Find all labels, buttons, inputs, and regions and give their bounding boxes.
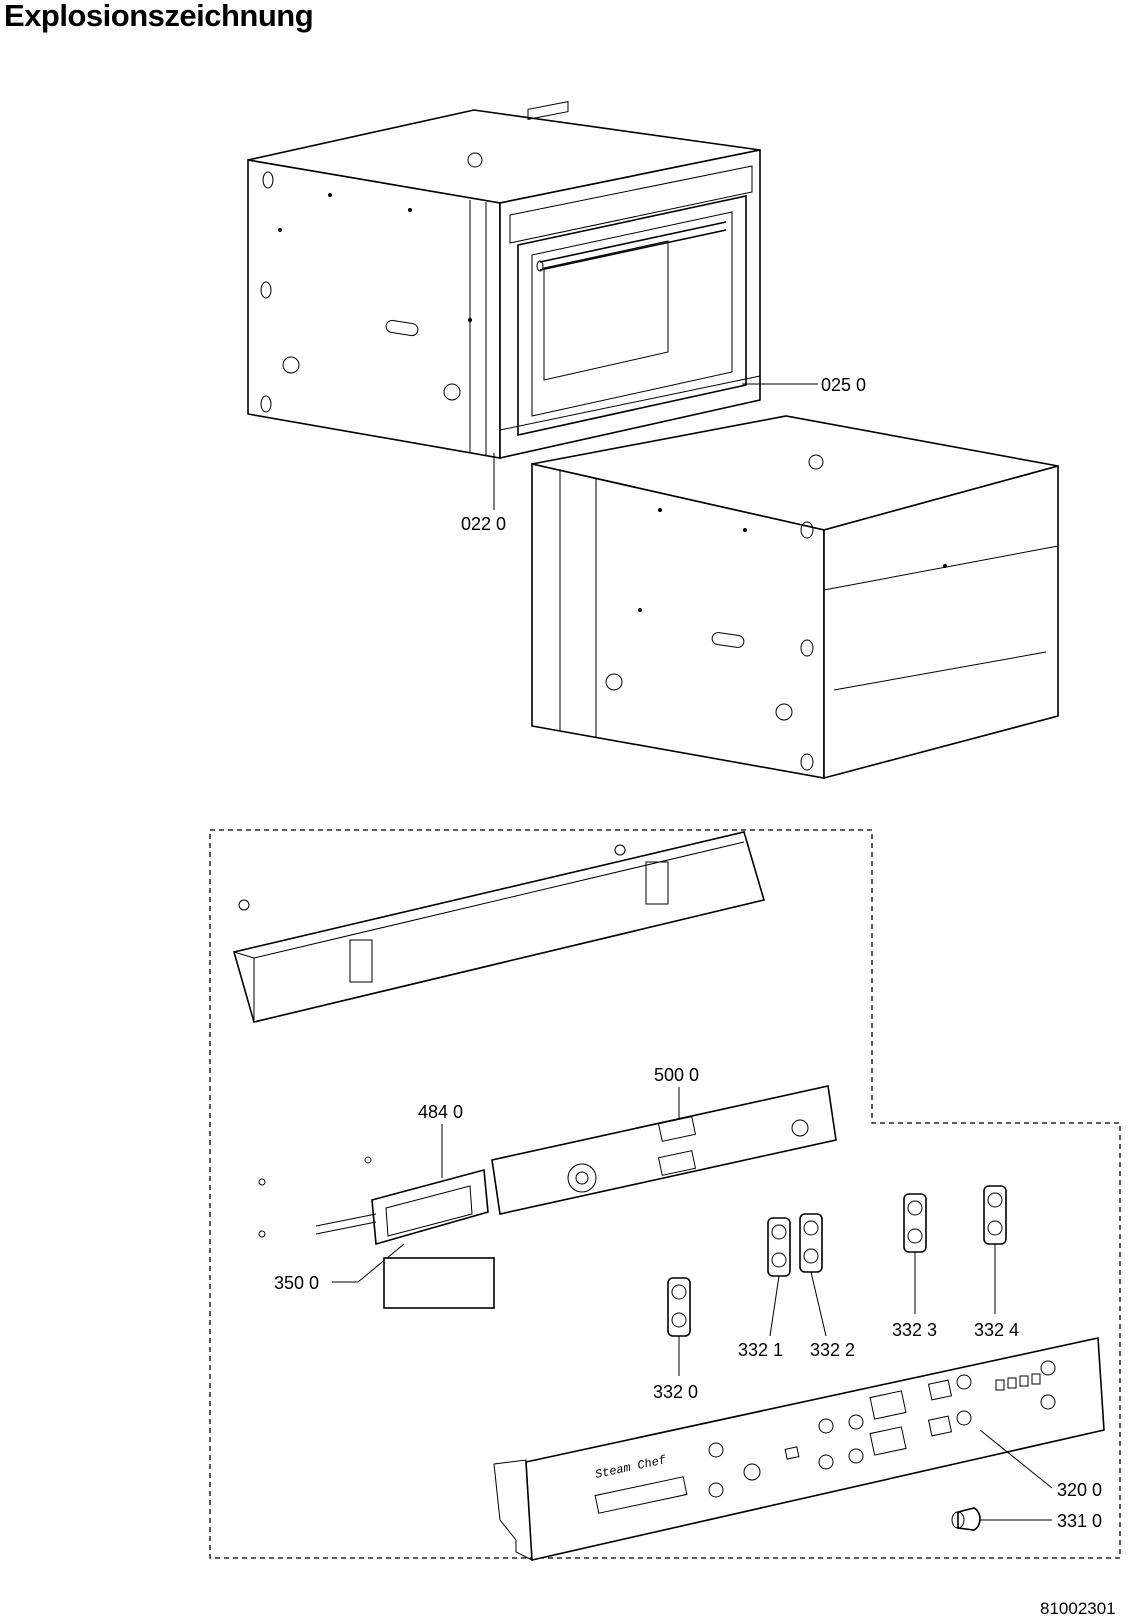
label-332-4: 332 4 xyxy=(974,1320,1019,1340)
assembled-oven xyxy=(247,100,761,459)
label-332-1: 332 1 xyxy=(738,1340,783,1360)
label-025-0: 025 0 xyxy=(821,375,866,395)
front-control-panel: Steam Chef xyxy=(493,1337,1105,1561)
label-332-2: 332 2 xyxy=(810,1340,855,1360)
display-module xyxy=(258,1156,489,1246)
button-pad-332-3 xyxy=(903,1193,927,1253)
page-title: Explosionszeichnung xyxy=(4,0,314,33)
button-pad-332-4 xyxy=(983,1185,1007,1245)
button-pad-332-2 xyxy=(799,1213,823,1273)
leader-320 xyxy=(979,1429,1053,1489)
label-484-0: 484 0 xyxy=(418,1102,463,1122)
leader-350 xyxy=(332,1243,405,1283)
label-332-0: 332 0 xyxy=(653,1382,698,1402)
label-022-0: 022 0 xyxy=(461,514,506,534)
button-pad-332-1 xyxy=(767,1217,791,1277)
display-window xyxy=(383,1257,495,1309)
label-331-0: 331 0 xyxy=(1057,1511,1102,1531)
label-350-0: 350 0 xyxy=(274,1273,319,1293)
control-board xyxy=(491,1085,837,1215)
label-332-3: 332 3 xyxy=(892,1320,937,1340)
label-320-0: 320 0 xyxy=(1057,1480,1102,1500)
document-number: 81002301 xyxy=(1040,1599,1116,1618)
button-pad-332-0 xyxy=(667,1277,691,1337)
exploded-group-boundary xyxy=(209,829,1121,1559)
oven-housing xyxy=(531,415,1059,780)
mounting-rail xyxy=(233,831,766,1023)
label-500-0: 500 0 xyxy=(654,1065,699,1085)
knob-cap xyxy=(951,1507,981,1531)
